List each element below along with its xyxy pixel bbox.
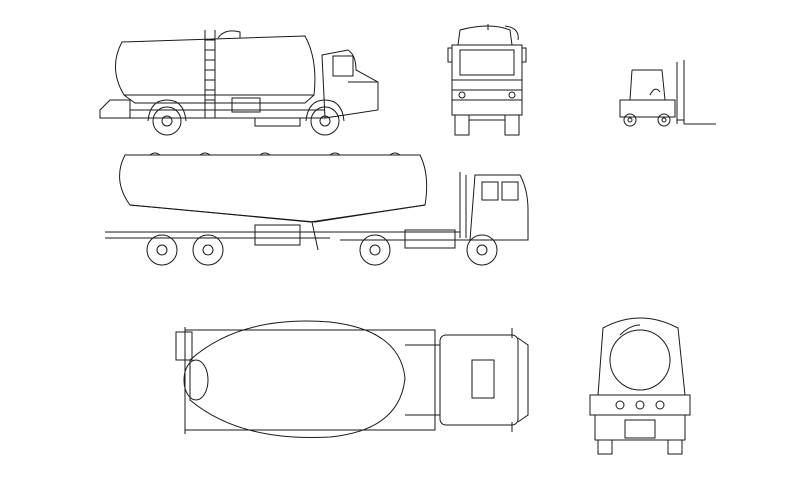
tanker-rear-view	[589, 317, 691, 455]
semi-tanker-side-view	[105, 152, 529, 266]
mixer-truck-top-view	[175, 320, 529, 438]
tanker-truck-side-view	[99, 30, 379, 136]
forklift-side-view	[619, 60, 716, 127]
truck-front-view	[447, 24, 527, 136]
